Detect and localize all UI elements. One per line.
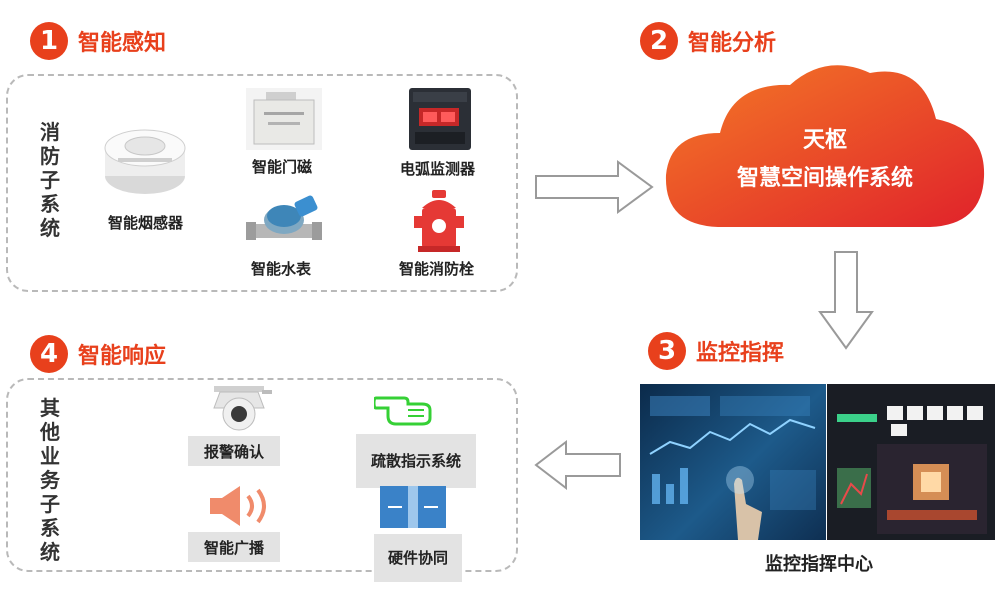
cloud-title: 天枢 bbox=[802, 128, 847, 153]
door-sensor-label: 智能门磁 bbox=[252, 158, 313, 176]
step-3-header: 3 监控指挥 bbox=[648, 332, 784, 370]
water-meter-label: 智能水表 bbox=[251, 260, 312, 278]
step-2-title: 智能分析 bbox=[688, 31, 777, 56]
fire-subsystem-label: 消防子系统 bbox=[40, 120, 60, 240]
step-3-number: 3 bbox=[648, 332, 686, 370]
door-sync-icon bbox=[380, 486, 446, 528]
pointing-hand-icon bbox=[374, 396, 432, 426]
step-1-header: 1 智能感知 bbox=[30, 22, 166, 60]
down-arrow-icon bbox=[818, 251, 874, 350]
cloud-subtitle: 智慧空间操作系统 bbox=[736, 166, 913, 191]
command-screen-left bbox=[640, 384, 826, 540]
step-2-header: 2 智能分析 bbox=[640, 22, 776, 60]
step-4-title: 智能响应 bbox=[78, 344, 167, 369]
step-1-number: 1 bbox=[30, 22, 68, 60]
sense-panel bbox=[6, 74, 518, 292]
evacuation-guide-label: 疏散指示系统 bbox=[356, 434, 476, 488]
left-arrow-icon bbox=[534, 440, 621, 490]
step-4-header: 4 智能响应 bbox=[30, 335, 166, 373]
fire-hydrant-icon bbox=[414, 190, 464, 252]
other-subsystem-label: 其他业务子系统 bbox=[40, 396, 60, 564]
step-3-title: 监控指挥 bbox=[696, 341, 785, 366]
arc-monitor-label: 电弧监测器 bbox=[400, 160, 476, 178]
smoke-detector-icon bbox=[104, 129, 186, 194]
response-panel bbox=[6, 378, 518, 572]
right-arrow-icon bbox=[535, 160, 654, 214]
fire-hydrant-label: 智能消防栓 bbox=[399, 260, 475, 278]
cloud-os-shape bbox=[665, 65, 985, 227]
step-4-number: 4 bbox=[30, 335, 68, 373]
smart-broadcast-label: 智能广播 bbox=[188, 532, 280, 562]
command-screen-right bbox=[827, 384, 995, 540]
door-sensor-icon bbox=[246, 88, 322, 150]
step-2-number: 2 bbox=[640, 22, 678, 60]
alarm-confirm-label: 报警确认 bbox=[188, 436, 280, 466]
speaker-icon bbox=[210, 486, 266, 526]
water-meter-icon bbox=[246, 195, 322, 240]
camera-icon bbox=[213, 386, 272, 431]
arc-monitor-icon bbox=[409, 88, 471, 150]
step-1-title: 智能感知 bbox=[78, 31, 167, 56]
command-center-caption: 监控指挥中心 bbox=[765, 554, 873, 575]
hardware-sync-label: 硬件协同 bbox=[374, 534, 462, 582]
smoke-detector-label: 智能烟感器 bbox=[108, 214, 184, 232]
